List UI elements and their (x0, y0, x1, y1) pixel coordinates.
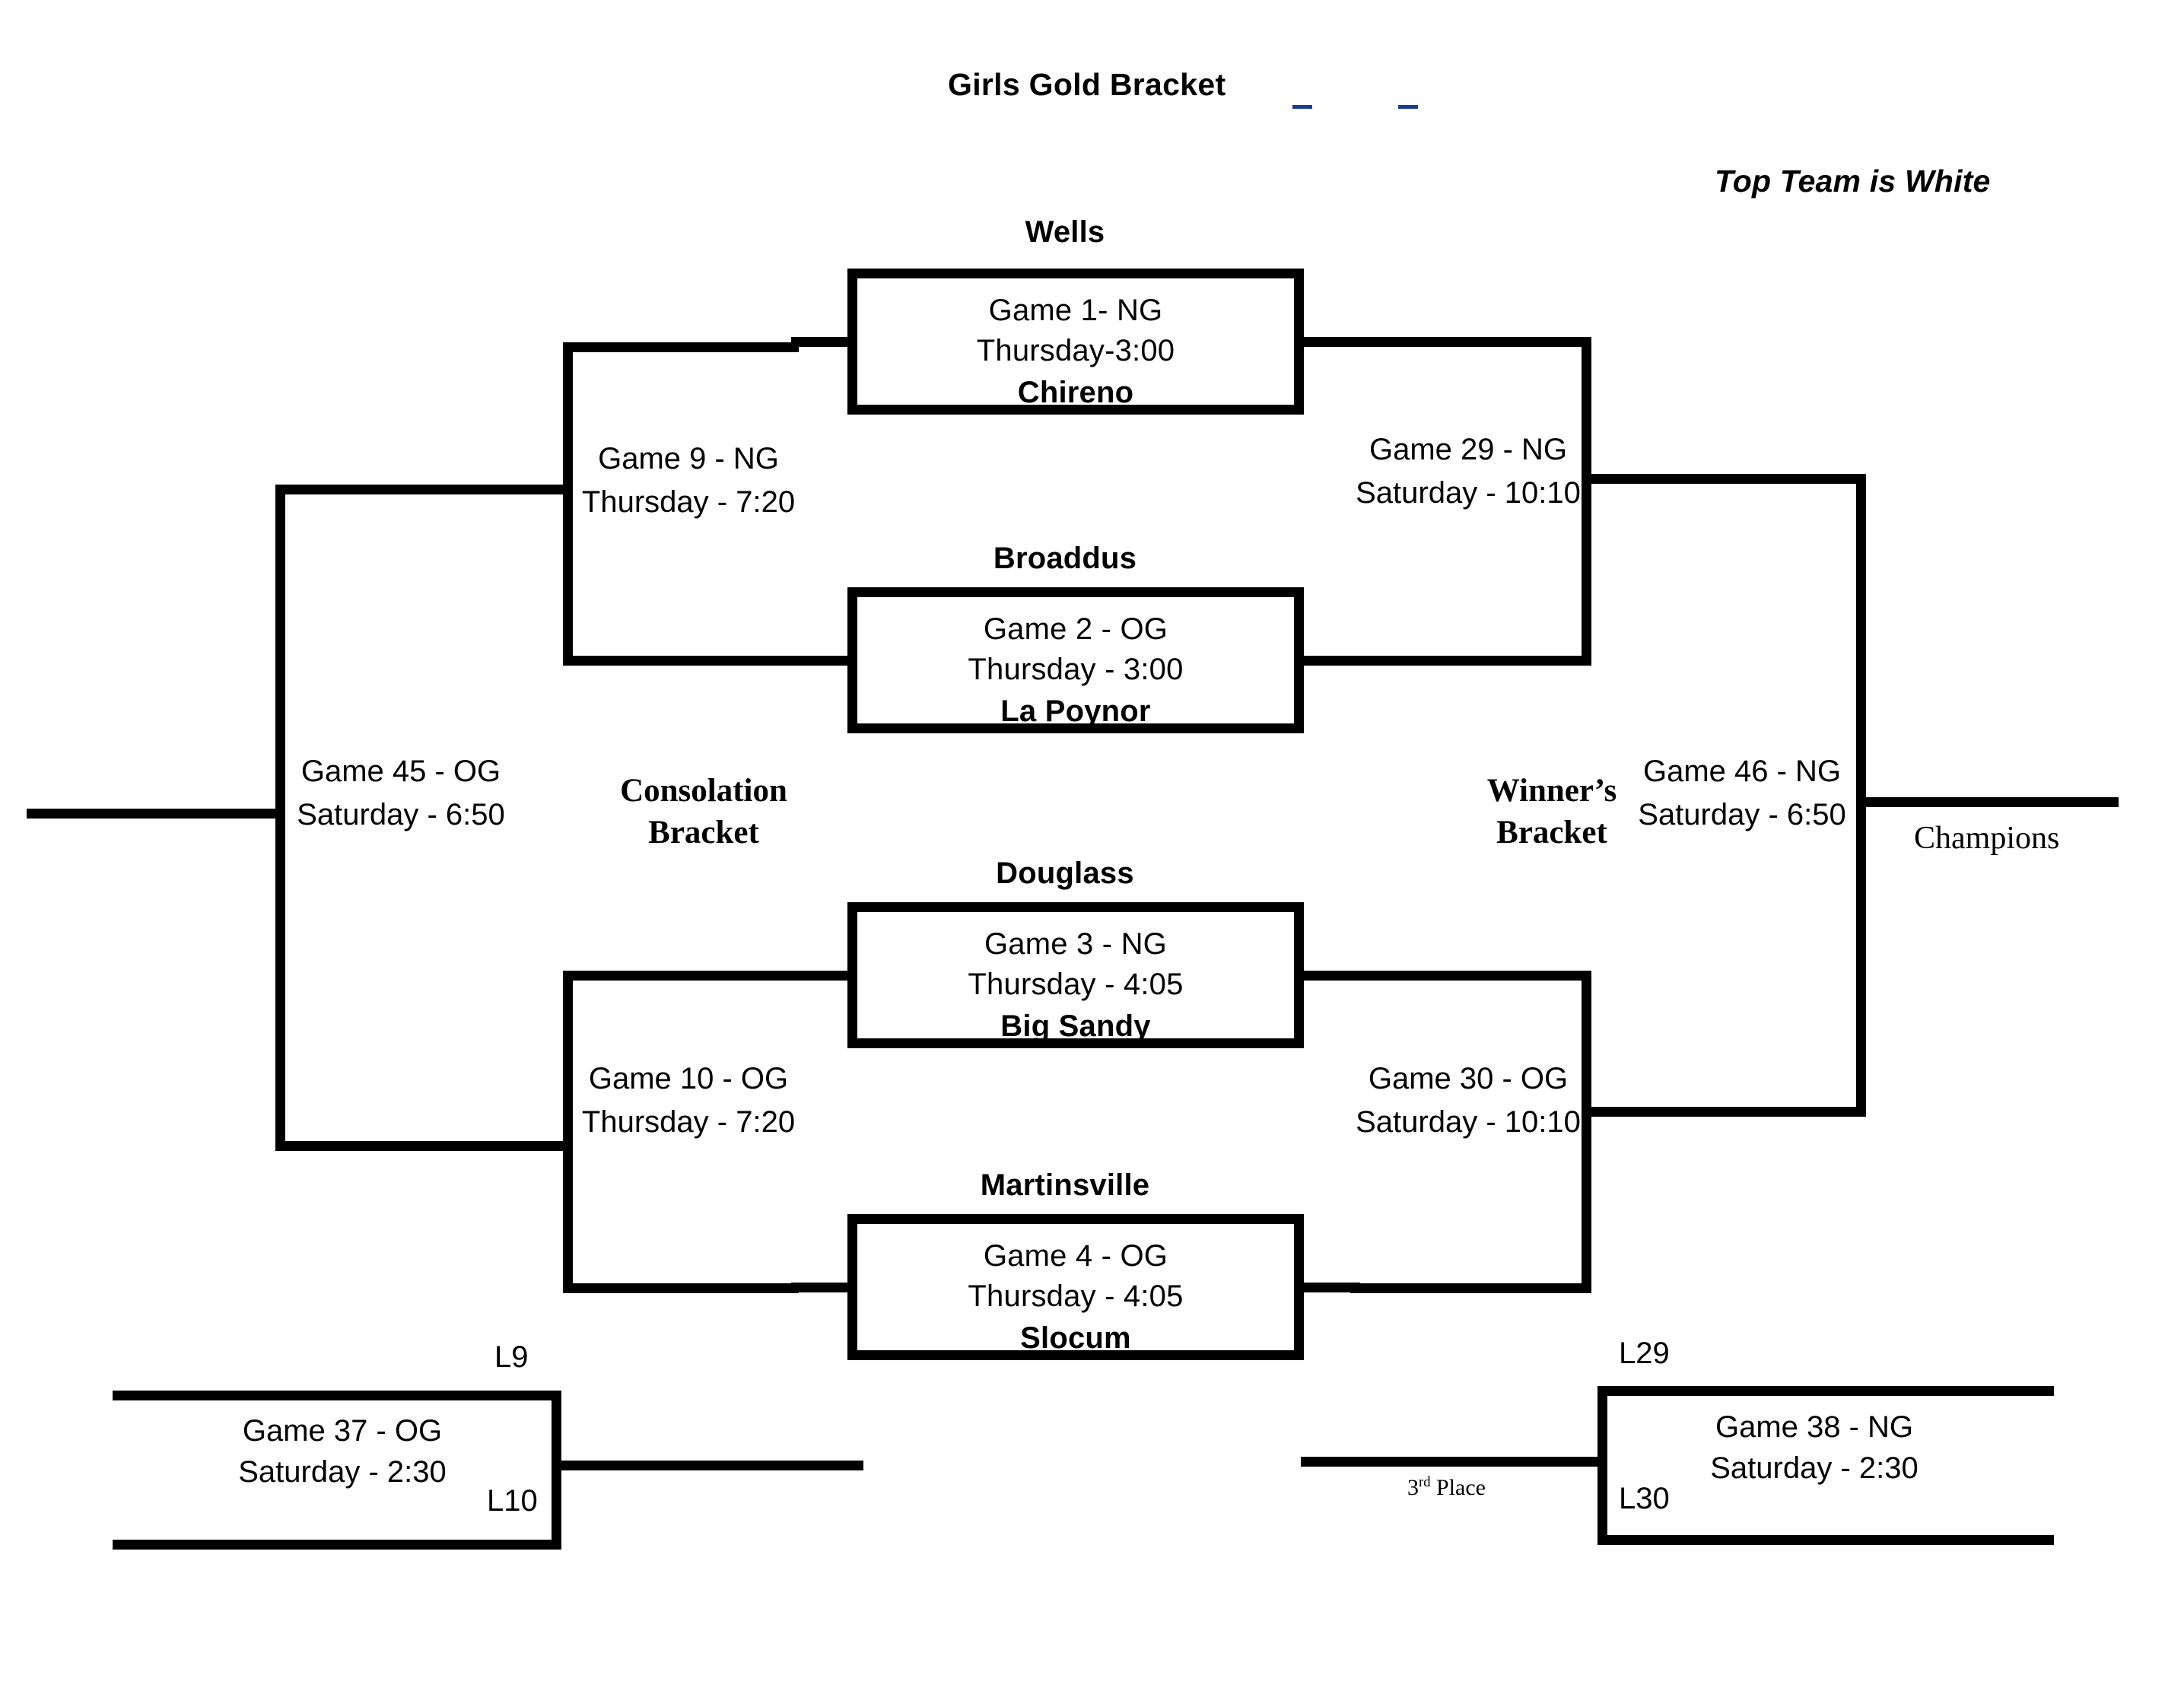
game-9-line-1: Game 9 - NG (598, 442, 779, 475)
third-place-caption: 3rd Place (1407, 1474, 1486, 1501)
game-38-label[interactable]: Game 38 - NG Saturday - 2:30 (1689, 1407, 1940, 1499)
third-place-ordinal: rd (1419, 1474, 1431, 1490)
game-3-box[interactable]: Game 3 - NG Thursday - 4:05 Big Sandy (847, 902, 1304, 1048)
top-team-note: Top Team is White (1715, 164, 1991, 199)
game-10-connector-vertical (563, 971, 573, 1293)
game-29-line-1: Game 29 - NG (1369, 433, 1568, 466)
game-2-box[interactable]: Game 2 - OG Thursday - 3:00 La Poynor (847, 587, 1304, 733)
game-38-input-line (1301, 1457, 1605, 1467)
game-3-line-1: Game 3 - NG (984, 927, 1168, 961)
blue-dash-mark-right (1398, 105, 1418, 109)
game-30-connector-bottom (1350, 1283, 1591, 1293)
game-38-line-2: Saturday - 2:30 (1710, 1451, 1919, 1485)
game-1-box[interactable]: Game 1- NG Thursday-3:00 Chireno (847, 269, 1304, 415)
game-37-output-line (552, 1461, 863, 1470)
game-4-team-top: Martinsville (980, 1168, 1150, 1202)
game-30-connector-top (1350, 971, 1591, 981)
game-3-right-stub (1299, 971, 1360, 981)
third-place-word: Place (1436, 1475, 1486, 1500)
game-45-line-1: Game 45 - OG (300, 755, 501, 788)
game-45-line-2: Saturday - 6:50 (297, 797, 505, 831)
game-4-right-stub (1299, 1283, 1360, 1292)
page-title: Girls Gold Bracket (948, 67, 1226, 102)
champions-label: Champions (1914, 821, 2060, 856)
game-38-top-rail (1597, 1386, 2054, 1396)
consolation-caption-line-1: Consolation (620, 773, 787, 809)
consolation-caption-line-2: Bracket (648, 815, 759, 851)
game-30-label: Game 30 - OG Saturday - 10:10 (1339, 1057, 1597, 1144)
game-38-bottom-rail (1597, 1535, 2054, 1545)
blue-dash-mark-left (1292, 105, 1312, 109)
winners-bracket-caption: Winner’s Bracket (1400, 770, 1704, 854)
game-37-slot-top: L9 (494, 1340, 529, 1374)
game-2-line-1: Game 2 - OG (983, 612, 1168, 646)
game-45-connector-bottom (275, 1141, 572, 1151)
game-1-team-bottom: Chireno (1017, 375, 1134, 409)
game-2-team-bottom: La Poynor (1000, 694, 1151, 728)
game-29-label: Game 29 - NG Saturday - 10:10 (1339, 428, 1597, 515)
game-2-left-stub (791, 656, 852, 666)
game-4-line-1: Game 4 - OG (983, 1239, 1168, 1273)
game-46-line-1: Game 46 - NG (1642, 755, 1842, 788)
game-10-label: Game 10 - OG Thursday - 7:20 (563, 1057, 814, 1144)
game-46-connector-bottom (1586, 1107, 1866, 1117)
game-30-connector-vertical (1582, 971, 1591, 1293)
game-3-left-stub (791, 971, 852, 981)
game-4-left-stub (791, 1283, 852, 1292)
game-29-connector-top (1350, 337, 1591, 347)
game-1-right-stub (1299, 337, 1360, 347)
game-9-label: Game 9 - NG Thursday - 7:20 (563, 437, 814, 524)
game-10-line-2: Thursday - 7:20 (581, 1105, 796, 1139)
game-37-slot-bottom: L10 (487, 1484, 538, 1518)
game-46-output-line (1856, 797, 2119, 807)
winners-caption-line-2: Bracket (1496, 815, 1607, 851)
game-30-line-1: Game 30 - OG (1368, 1062, 1569, 1095)
game-37-bottom-rail (113, 1540, 561, 1550)
game-9-connector-bottom (563, 656, 799, 666)
winners-caption-line-1: Winner’s (1486, 773, 1617, 809)
game-37-label[interactable]: Game 37 - OG Saturday - 2:30 (228, 1411, 456, 1502)
game-3-line-2: Thursday - 4:05 (968, 967, 1184, 1001)
game-45-connector-top (275, 485, 572, 494)
game-38-slot-bottom: L30 (1619, 1482, 1670, 1515)
game-1-line-1: Game 1- NG (988, 294, 1163, 327)
game-46-connector-vertical (1856, 474, 1866, 1117)
game-37-line-2: Saturday - 2:30 (238, 1454, 447, 1489)
game-2-right-stub (1299, 656, 1360, 666)
game-38-line-1: Game 38 - NG (1715, 1410, 1914, 1444)
game-30-line-2: Saturday - 10:10 (1356, 1105, 1581, 1139)
game-10-line-1: Game 10 - OG (588, 1062, 789, 1095)
game-2-line-2: Thursday - 3:00 (968, 652, 1184, 686)
consolation-bracket-caption: Consolation Bracket (532, 770, 875, 854)
game-9-line-2: Thursday - 7:20 (581, 485, 796, 519)
game-10-connector-top (563, 971, 799, 981)
game-45-label: Game 45 - OG Saturday - 6:50 (275, 750, 526, 837)
game-38-slot-top: L29 (1619, 1337, 1670, 1370)
game-4-team-bottom: Slocum (1020, 1321, 1131, 1355)
game-10-connector-bottom (563, 1283, 799, 1293)
game-1-left-stub (791, 337, 852, 347)
game-3-team-bottom: Big Sandy (1000, 1009, 1151, 1043)
game-29-connector-bottom (1350, 656, 1591, 666)
game-29-line-2: Saturday - 10:10 (1356, 475, 1581, 510)
game-37-line-1: Game 37 - OG (242, 1414, 443, 1448)
game-3-team-top: Douglass (996, 857, 1134, 890)
third-place-number: 3 (1407, 1475, 1419, 1500)
game-4-box[interactable]: Game 4 - OG Thursday - 4:05 Slocum (847, 1214, 1304, 1360)
game-2-team-top: Broaddus (993, 542, 1137, 575)
game-29-connector-vertical (1582, 337, 1591, 666)
game-1-line-2: Thursday-3:00 (976, 333, 1175, 367)
game-45-output-line (27, 809, 285, 819)
game-46-connector-top (1586, 474, 1866, 484)
game-46-line-2: Saturday - 6:50 (1638, 797, 1846, 831)
game-9-connector-vertical (563, 342, 573, 666)
game-1-team-top: Wells (1025, 215, 1105, 249)
game-37-top-rail (113, 1391, 561, 1400)
game-9-connector-top (563, 342, 799, 352)
game-46-label: Game 46 - NG Saturday - 6:50 (1613, 750, 1871, 837)
game-4-line-2: Thursday - 4:05 (968, 1279, 1184, 1313)
